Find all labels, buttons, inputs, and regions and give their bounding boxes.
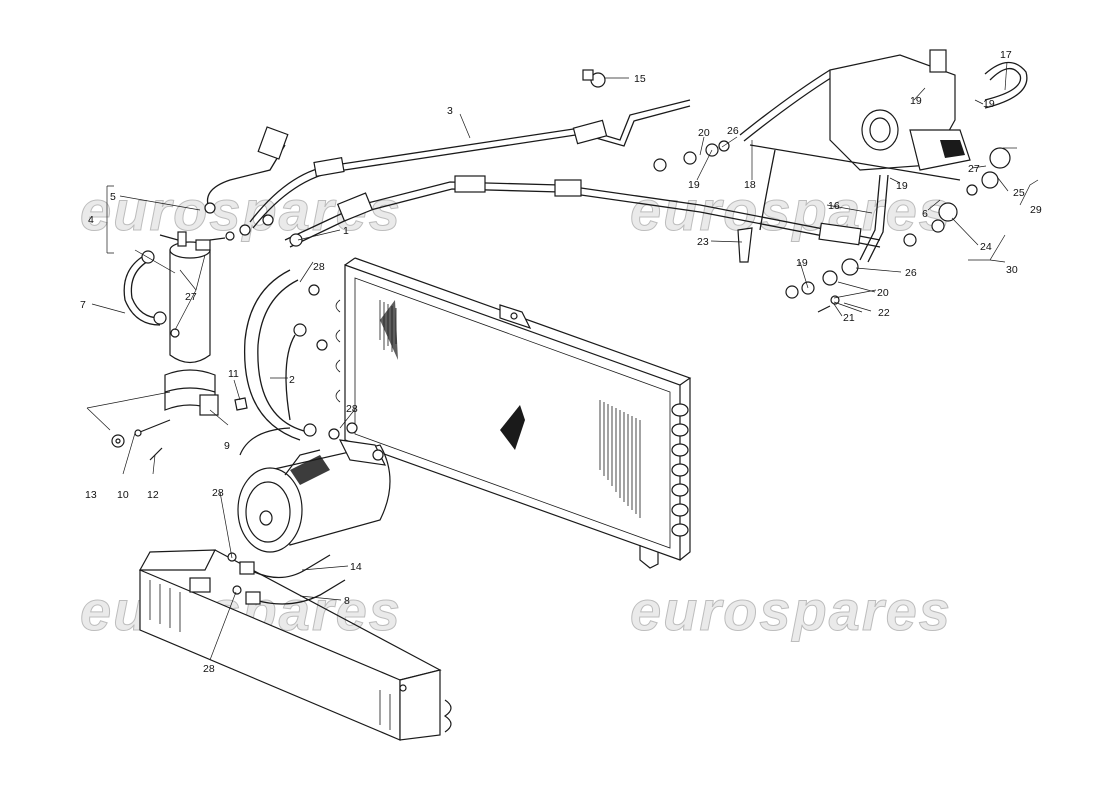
callout-26-b: 26 — [905, 267, 917, 279]
callout-3: 3 — [447, 105, 453, 117]
compressor — [237, 427, 391, 553]
condenser — [335, 257, 692, 569]
callout-13: 13 — [85, 489, 97, 501]
callout-19-a: 19 — [688, 179, 700, 191]
callout-14: 14 — [350, 561, 362, 573]
callout-7: 7 — [80, 299, 86, 311]
callout-22: 22 — [878, 307, 890, 319]
callout-8: 8 — [344, 595, 350, 607]
callout-leaders — [86, 61, 1039, 661]
condenser-return-bends — [671, 403, 689, 537]
callout-28-d: 28 — [203, 663, 215, 675]
callout-28-c: 28 — [212, 487, 224, 499]
callout-23: 23 — [697, 236, 709, 248]
hoses — [123, 61, 1028, 605]
callout-5: 5 — [110, 191, 116, 203]
callout-28-a: 28 — [313, 261, 325, 273]
callout-10: 10 — [117, 489, 129, 501]
callout-19-b: 19 — [910, 95, 922, 107]
callout-19-d: 19 — [896, 180, 908, 192]
callout-15: 15 — [634, 73, 646, 85]
callout-25: 25 — [1013, 187, 1025, 199]
drier-clamp — [164, 369, 219, 416]
callout-26-a: 26 — [727, 125, 739, 137]
evaporator-duct — [138, 549, 452, 741]
callout-27-a: 27 — [185, 291, 197, 303]
receiver-drier — [159, 231, 235, 364]
callout-11: 11 — [228, 368, 239, 380]
callout-12: 12 — [147, 489, 159, 501]
callout-24: 24 — [980, 241, 992, 253]
callout-20-b: 20 — [877, 287, 889, 299]
callout-16: 16 — [828, 200, 840, 212]
callout-27-b: 27 — [968, 163, 980, 175]
callout-21: 21 — [843, 312, 855, 324]
evaporator-housing — [749, 49, 971, 181]
callout-1: 1 — [343, 225, 349, 237]
fasteners — [111, 397, 248, 461]
watermark-top-right: eurospares — [630, 179, 952, 242]
callout-18: 18 — [744, 179, 756, 191]
callout-4: 4 — [88, 214, 94, 226]
callout-20-a: 20 — [698, 127, 710, 139]
watermark-bottom-right: eurospares — [630, 579, 952, 642]
callout-6: 6 — [922, 208, 928, 220]
callout-30: 30 — [1006, 264, 1018, 276]
callout-9: 9 — [224, 440, 230, 452]
callout-17: 17 — [1000, 49, 1012, 61]
callout-28-b: 28 — [346, 403, 358, 415]
callout-19-c: 19 — [983, 98, 995, 110]
callout-2: 2 — [289, 374, 295, 386]
callout-29: 29 — [1030, 204, 1042, 216]
callouts: 1 2 3 4 5 6 7 8 9 10 11 12 13 14 15 16 1… — [80, 49, 1042, 675]
callout-19-e: 19 — [796, 257, 808, 269]
